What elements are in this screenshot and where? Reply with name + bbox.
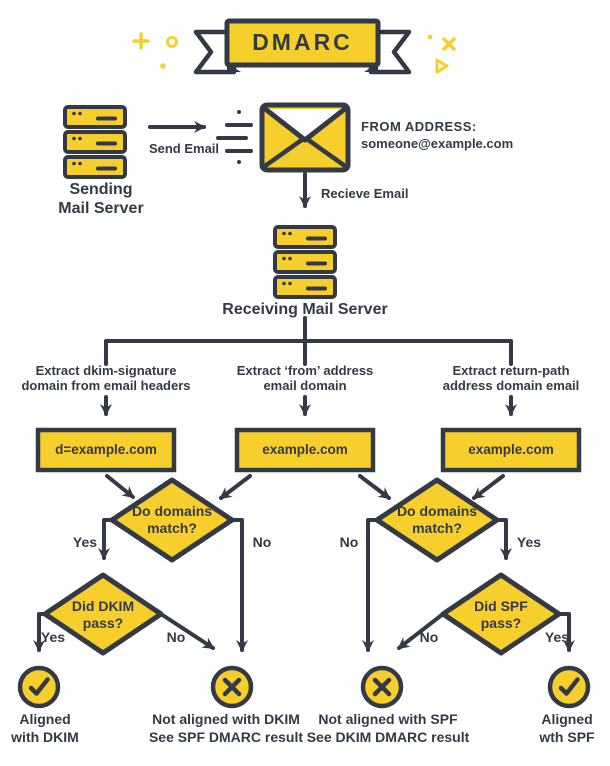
- not-aligned-spf-result: Not aligned with SPF See DKIM DMARC resu…: [306, 711, 470, 745]
- result-icons: [17, 665, 591, 709]
- ribbon-banner-icon: [193, 18, 412, 75]
- ring-icon: [166, 36, 178, 48]
- dot-icon: [160, 63, 166, 69]
- spf-pass-yes-line: [557, 612, 575, 652]
- dkim-pass-no-line: [159, 612, 215, 650]
- dkim-match-no-line: [230, 518, 248, 652]
- yes-no-connectors: [33, 518, 575, 652]
- spf-domain-box: [440, 427, 582, 473]
- spf-pass-no-line: [397, 612, 445, 650]
- dkim-pass-yes-line: [33, 612, 47, 652]
- spf-pass-yes-label: Yes: [544, 629, 570, 645]
- x-circle-icon: [360, 665, 404, 709]
- spf-match-diamond: [374, 477, 500, 563]
- box-to-diamond-arrows: [105, 474, 505, 500]
- dkim-match-yes-line: [98, 518, 114, 560]
- from-address-value: someone@example.com: [361, 136, 514, 151]
- dkim-pass-no-label: No: [166, 629, 186, 645]
- from-domain-box: [234, 427, 376, 473]
- spf-match-no-label: No: [339, 534, 359, 550]
- spf-pass-diamond: [440, 572, 562, 656]
- extract-spf-label: Extract return-path address domain email: [442, 363, 580, 393]
- aligned-spf-result: Aligned wth SPF: [539, 711, 595, 745]
- x-sparkle-icon: [442, 37, 456, 51]
- dkim-match-question: Do domains match?: [131, 503, 213, 536]
- x-circle-icon: [210, 665, 254, 709]
- sending-mail-server-icon: [63, 105, 127, 179]
- spf-match-no-line: [362, 518, 379, 652]
- receiving-mail-server-icon: [273, 225, 337, 299]
- extract-to-box-arrows: [100, 395, 517, 416]
- receiving-server-label: Receiving Mail Server: [222, 301, 388, 318]
- sparkle-icons: [132, 32, 456, 74]
- spf-pass-question: Did SPF pass?: [474, 597, 528, 631]
- send-email-label: Send Email: [148, 141, 220, 156]
- spf-domain-value: example.com: [468, 442, 554, 458]
- sending-server-label: Sending Mail Server: [58, 181, 144, 217]
- extract-from-label: Extract ‘from’ address email domain: [236, 363, 374, 393]
- spf-match-question: Do domains match?: [396, 503, 478, 536]
- receive-email-label: Recieve Email: [321, 186, 409, 201]
- dkim-match-no-label: No: [252, 534, 272, 550]
- decision-diamonds: [42, 477, 562, 656]
- spf-match-yes-label: Yes: [516, 534, 542, 550]
- aligned-dkim-result: Aligned with DKIM: [11, 711, 79, 745]
- dkim-domain-box: [35, 427, 177, 473]
- dkim-match-diamond: [109, 477, 235, 563]
- speed-lines-icon: [216, 110, 253, 164]
- not-aligned-dkim-result: Not aligned with DKIM See SPF DMARC resu…: [148, 711, 304, 745]
- triangle-icon: [435, 58, 449, 74]
- from-address-title: FROM ADDRESS:: [361, 119, 477, 134]
- spf-match-yes-line: [495, 518, 512, 560]
- spf-pass-no-label: No: [419, 629, 439, 645]
- dkim-match-yes-label: Yes: [72, 534, 98, 550]
- dkim-domain-value: d=example.com: [55, 442, 157, 458]
- dkim-pass-diamond: [42, 572, 164, 656]
- domain-boxes: [35, 427, 582, 473]
- plus-icon: [132, 32, 150, 50]
- banner-title: DMARC: [252, 29, 353, 56]
- check-circle-icon: [17, 665, 61, 709]
- check-circle-icon: [547, 665, 591, 709]
- from-domain-value: example.com: [262, 442, 348, 458]
- branch-tree-lines: [104, 316, 513, 366]
- extract-dkim-label: Extract dkim-signature domain from email…: [21, 363, 191, 393]
- dot-icon: [427, 34, 433, 40]
- dkim-pass-question: Did DKIM pass?: [71, 597, 135, 631]
- envelope-icon: [216, 102, 351, 173]
- dkim-pass-yes-label: Yes: [40, 629, 66, 645]
